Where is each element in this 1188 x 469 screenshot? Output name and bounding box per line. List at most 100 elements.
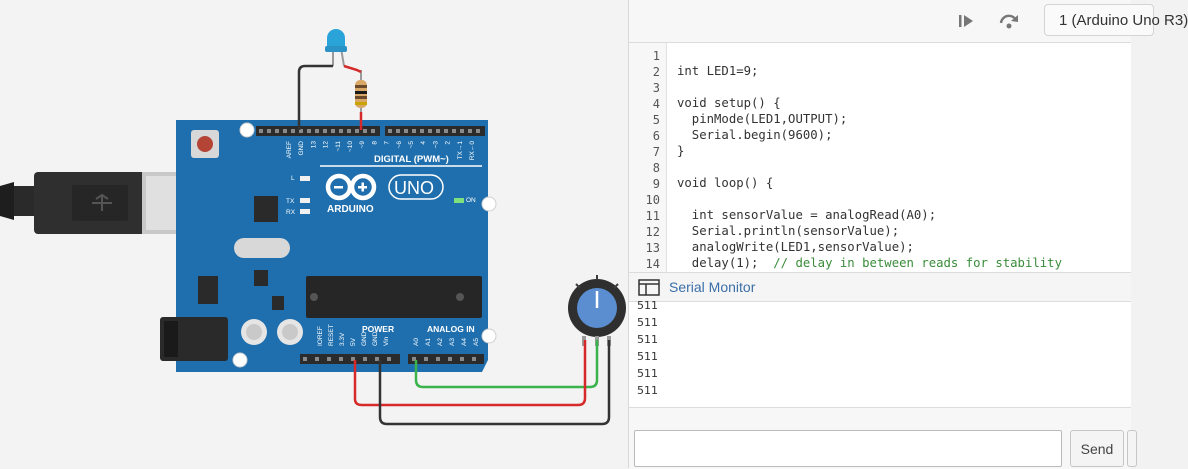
send-button[interactable]: Send [1070,430,1124,467]
pin-label: ~11 [335,141,342,152]
code-line[interactable]: Serial.println(sensorValue); [677,224,899,238]
serial-input-area: Send [629,407,1137,469]
code-line[interactable]: void loop() { [677,176,773,190]
line-number: 11 [645,209,660,223]
line-number: 4 [652,97,660,111]
circuit-svg: DIGITAL (PWM~) ARDUINO UNO ON L TX RX PO… [0,29,626,426]
pin-label: ~6 [396,141,403,149]
line-number: 7 [652,145,660,159]
pin-label: RX←0 [469,141,476,161]
pin-label: RESET [328,324,335,346]
pin-label: 8 [371,141,378,145]
potentiometer[interactable] [568,275,626,346]
analog-pin-labels: A0 A1 A2 A3 A4 A5 [413,338,480,346]
pin-label: 2 [445,141,452,145]
wire-pot-5v[interactable] [353,340,587,407]
step-over-icon[interactable] [996,8,1022,34]
pin-label: ~3 [432,141,439,149]
serial-output-line: 511 [637,299,658,312]
line-number: 12 [645,225,660,239]
pin-label: A2 [437,338,444,346]
line-number: 6 [652,129,660,143]
rx-led-label: RX [286,209,296,216]
code-line[interactable]: int sensorValue = analogRead(A0); [677,208,936,222]
code-line[interactable]: pinMode(LED1,OUTPUT); [677,112,847,126]
wire-led-resistor[interactable] [343,64,362,74]
pin-label: 12 [323,141,330,149]
serial-output-line: 511 [637,333,658,346]
pin-label: IOREF [317,326,324,346]
pin-label: A5 [473,338,480,346]
wire-pot-gnd[interactable] [378,340,611,426]
code-text: Serial.println(sensorValue); [677,224,900,238]
l-led-label: L [291,175,295,182]
pin-label: ~9 [359,141,366,149]
code-line[interactable]: Serial.begin(9600); [677,128,833,142]
line-number: 14 [645,257,660,271]
pin-label: ~5 [408,141,415,149]
code-line[interactable]: } [677,144,684,158]
serial-input[interactable] [634,430,1062,467]
code-comment: // delay in between reads for stability [773,256,1062,270]
code-text: void loop() { [677,176,774,190]
line-number: 1 [652,49,660,63]
line-number: 9 [652,177,660,191]
code-text: int sensorValue = analogRead(A0); [677,208,937,222]
code-text: Serial.begin(9600); [677,128,833,142]
pin-label: 13 [310,141,317,149]
power-label: POWER [362,324,394,334]
code-line[interactable]: int LED1=9; [677,64,758,78]
code-text: pinMode(LED1,OUTPUT); [677,112,848,126]
serial-monitor-icon[interactable] [638,279,660,300]
serial-monitor-header: Serial Monitor [629,272,1131,302]
pin-label: A4 [461,338,468,346]
pin-label: GND [298,141,305,156]
wire-pot-a0[interactable] [414,340,599,389]
usb-cable[interactable] [0,172,194,234]
circuit-canvas[interactable]: DIGITAL (PWM~) ARDUINO UNO ON L TX RX PO… [0,0,628,468]
code-text: analogWrite(LED1,sensorValue); [677,240,914,254]
pin-label: Vin [383,336,390,346]
serial-output-line: 511 [637,384,658,397]
pin-label: A3 [449,338,456,346]
pin-label: GND [361,331,368,346]
line-number: 13 [645,241,660,255]
uno-label: UNO [394,178,434,198]
arduino-brand-label: ARDUINO [327,204,374,215]
line-number: 3 [652,81,660,95]
clear-button[interactable] [1127,430,1137,467]
pin-label: 4 [420,141,427,145]
line-number: 10 [645,193,660,207]
analog-in-label: ANALOG IN [427,324,475,334]
tx-led-label: TX [286,198,295,205]
code-toolbar: 1 (Arduino Uno R3) [629,0,1188,43]
pin-label: ~10 [347,141,354,152]
line-number: 2 [652,65,660,79]
pin-label: A0 [413,338,420,346]
wire-led-gnd[interactable] [297,64,333,130]
pin-label: GND [372,331,379,346]
code-text: int LED1=9; [677,64,759,78]
code-line[interactable]: void setup() { [677,96,781,110]
pin-label: 3.3V [339,332,346,346]
device-select[interactable]: 1 (Arduino Uno R3) [1044,4,1188,36]
play-step-icon[interactable] [953,8,979,34]
serial-monitor-title[interactable]: Serial Monitor [669,279,756,295]
pin-label: 7 [384,141,391,145]
serial-output-line: 511 [637,316,658,329]
led-component[interactable] [325,29,347,67]
code-text: void setup() { [677,96,781,110]
pin-label: A1 [425,338,432,346]
pin-label: AREF [286,141,293,158]
code-line[interactable]: delay(1); // delay in between reads for … [677,256,1062,270]
digital-label: DIGITAL (PWM~) [374,154,449,165]
arduino-board[interactable]: DIGITAL (PWM~) ARDUINO UNO ON L TX RX PO… [160,120,497,372]
line-number: 5 [652,113,660,127]
code-line[interactable]: analogWrite(LED1,sensorValue); [677,240,914,254]
on-led-label: ON [466,197,476,204]
